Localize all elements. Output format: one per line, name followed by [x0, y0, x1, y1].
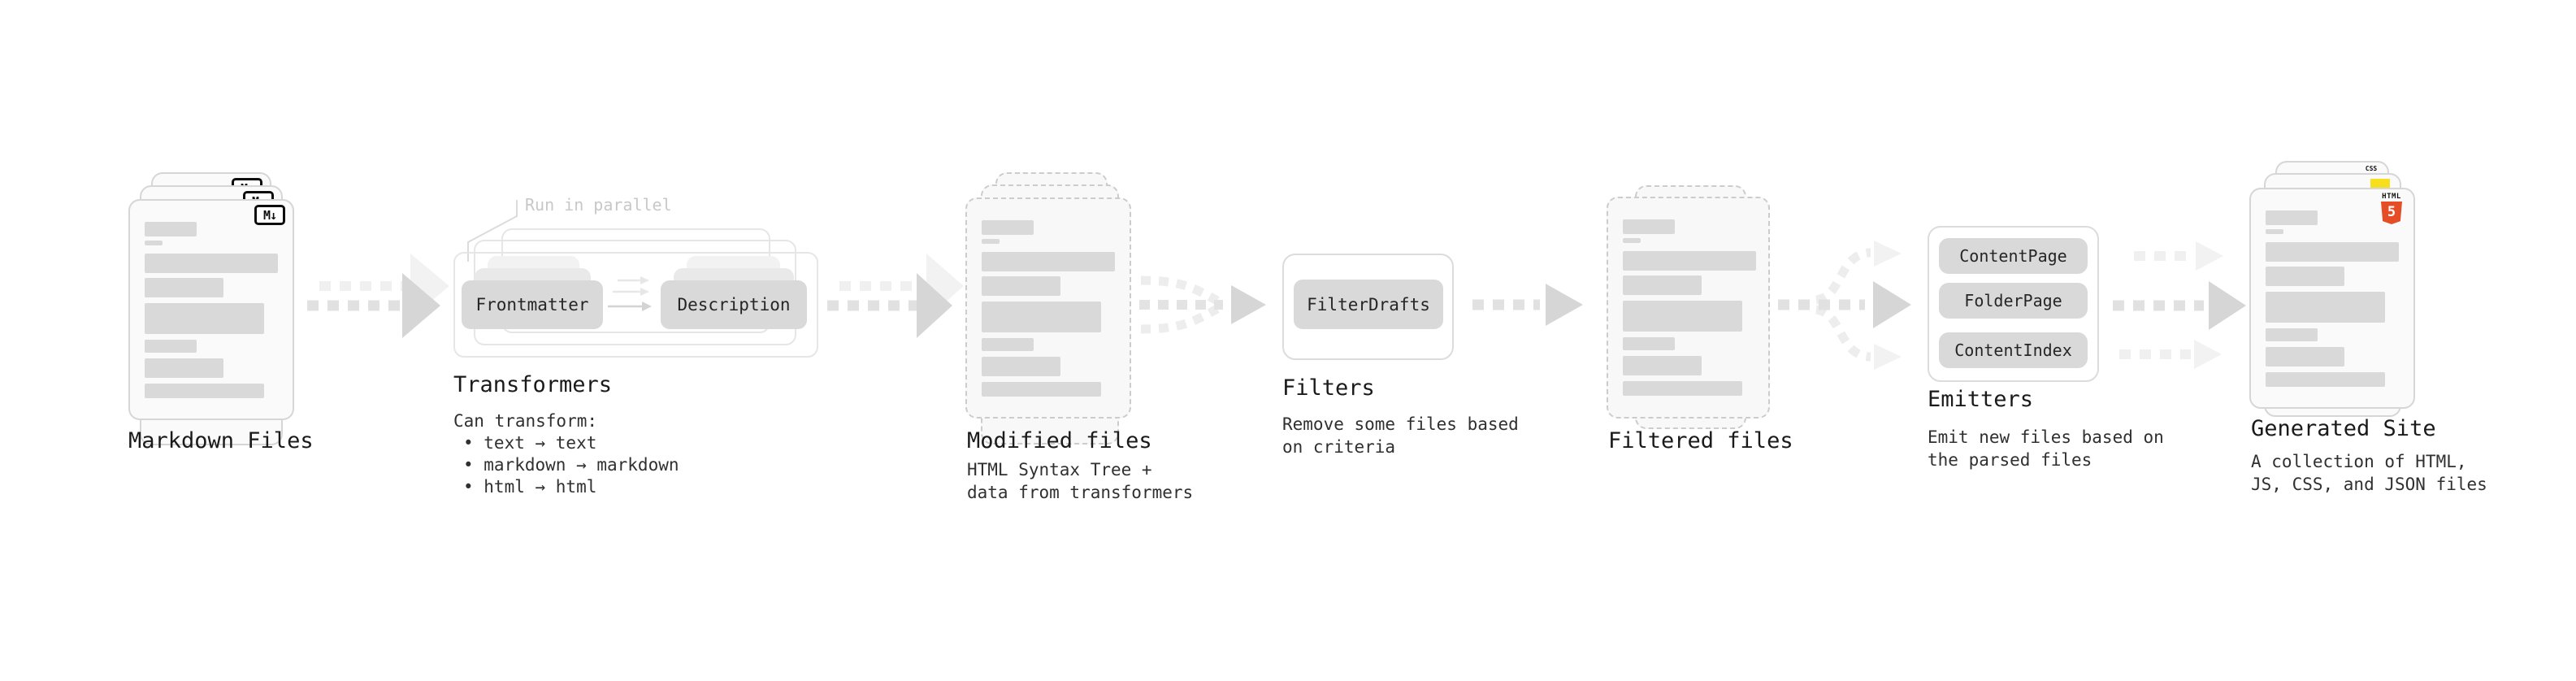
stage-label-filters: Filters: [1282, 375, 1375, 401]
html5-logo-badge: HTML 5: [2380, 193, 2403, 224]
arrow-modified-to-filters: [1139, 275, 1266, 334]
doc-text-bar: [145, 384, 264, 398]
stage-label-modified-files: Modified files: [967, 428, 1152, 453]
description-pill: Description: [661, 280, 807, 329]
contentindex-pill: ContentIndex: [1939, 332, 2088, 368]
generated-site-desc: A collection of HTML, JS, CSS, and JSON …: [2251, 452, 2487, 494]
doc-text-bar: [982, 276, 1060, 296]
modified-files-desc: HTML Syntax Tree + data from transformer…: [967, 460, 1194, 502]
doc-text-bar: [2266, 267, 2344, 286]
doc-text-bar: [2266, 242, 2399, 262]
transformer-run-box-front: [453, 252, 818, 358]
stage-label-generated-site: Generated Site: [2251, 416, 2436, 441]
js-logo-badge: [2370, 179, 2390, 189]
doc-text-bar: [145, 254, 278, 273]
doc-text-bar: [2266, 328, 2318, 341]
stage-label-markdown-files: Markdown Files: [128, 428, 314, 453]
transform-bullet-list: • text → text • markdown → markdown • ht…: [463, 432, 679, 498]
doc-text-bar: [982, 239, 1000, 244]
doc-text-bar: [145, 340, 197, 353]
file-card-front: M↓: [128, 199, 294, 420]
doc-text-bar: [145, 303, 264, 334]
filterdrafts-pill: FilterDrafts: [1294, 280, 1443, 329]
doc-text-bar: [2266, 292, 2385, 323]
contentpage-pill: ContentPage: [1939, 238, 2088, 274]
stage-label-transformers: Transformers: [453, 372, 613, 397]
file-card-front: HTML 5: [2249, 188, 2415, 409]
doc-text-bar: [1623, 301, 1742, 332]
arrow-transformers-to-modified: [827, 254, 964, 338]
doc-text-bar: [1623, 275, 1702, 295]
doc-text-bar: [145, 241, 163, 245]
doc-text-bar: [1623, 381, 1742, 396]
doc-text-bar: [982, 220, 1034, 235]
doc-text-bar: [982, 382, 1101, 397]
arrow-filtered-to-emitters: [1778, 241, 1911, 370]
html5-shield: 5: [2381, 202, 2402, 224]
file-card-front: [1607, 197, 1770, 419]
bullet-item: • html → html: [463, 477, 597, 497]
doc-text-bar: [145, 358, 223, 378]
run-in-parallel-note: Run in parallel: [525, 195, 672, 215]
doc-text-bar: [145, 278, 223, 297]
doc-text-bar: [1623, 337, 1675, 350]
doc-text-bar: [2266, 372, 2385, 387]
bullet-item: • text → text: [463, 433, 597, 453]
doc-text-bar: [145, 222, 197, 236]
stage-label-emitters: Emitters: [1928, 387, 2034, 412]
doc-text-bar: [982, 301, 1101, 332]
filters-desc: Remove some files based on criteria: [1282, 414, 1519, 457]
arrows-emitters-to-generated: [2113, 241, 2246, 369]
arrow-filters-to-filtered: [1472, 284, 1583, 326]
arrow-markdown-to-transformers: [307, 254, 449, 338]
stage-label-filtered-files: Filtered files: [1608, 428, 1793, 453]
bullet-item: • markdown → markdown: [463, 455, 679, 475]
doc-text-bar: [2266, 229, 2283, 234]
doc-text-bar: [1623, 238, 1641, 243]
doc-text-bar: [2266, 210, 2318, 225]
doc-text-bar: [2266, 347, 2344, 367]
folderpage-pill: FolderPage: [1939, 283, 2088, 319]
doc-text-bar: [982, 338, 1034, 351]
transformers-desc-heading: Can transform:: [453, 411, 598, 431]
frontmatter-pill: Frontmatter: [462, 280, 603, 329]
doc-text-bar: [982, 252, 1115, 271]
file-card-front: [965, 197, 1131, 419]
doc-text-bar: [1623, 356, 1702, 375]
doc-text-bar: [1623, 219, 1675, 234]
emitters-desc: Emit new files based on the parsed files: [1928, 427, 2164, 470]
doc-text-bar: [1623, 251, 1756, 271]
markdown-logo-badge: M↓: [254, 205, 285, 225]
doc-text-bar: [982, 357, 1060, 376]
